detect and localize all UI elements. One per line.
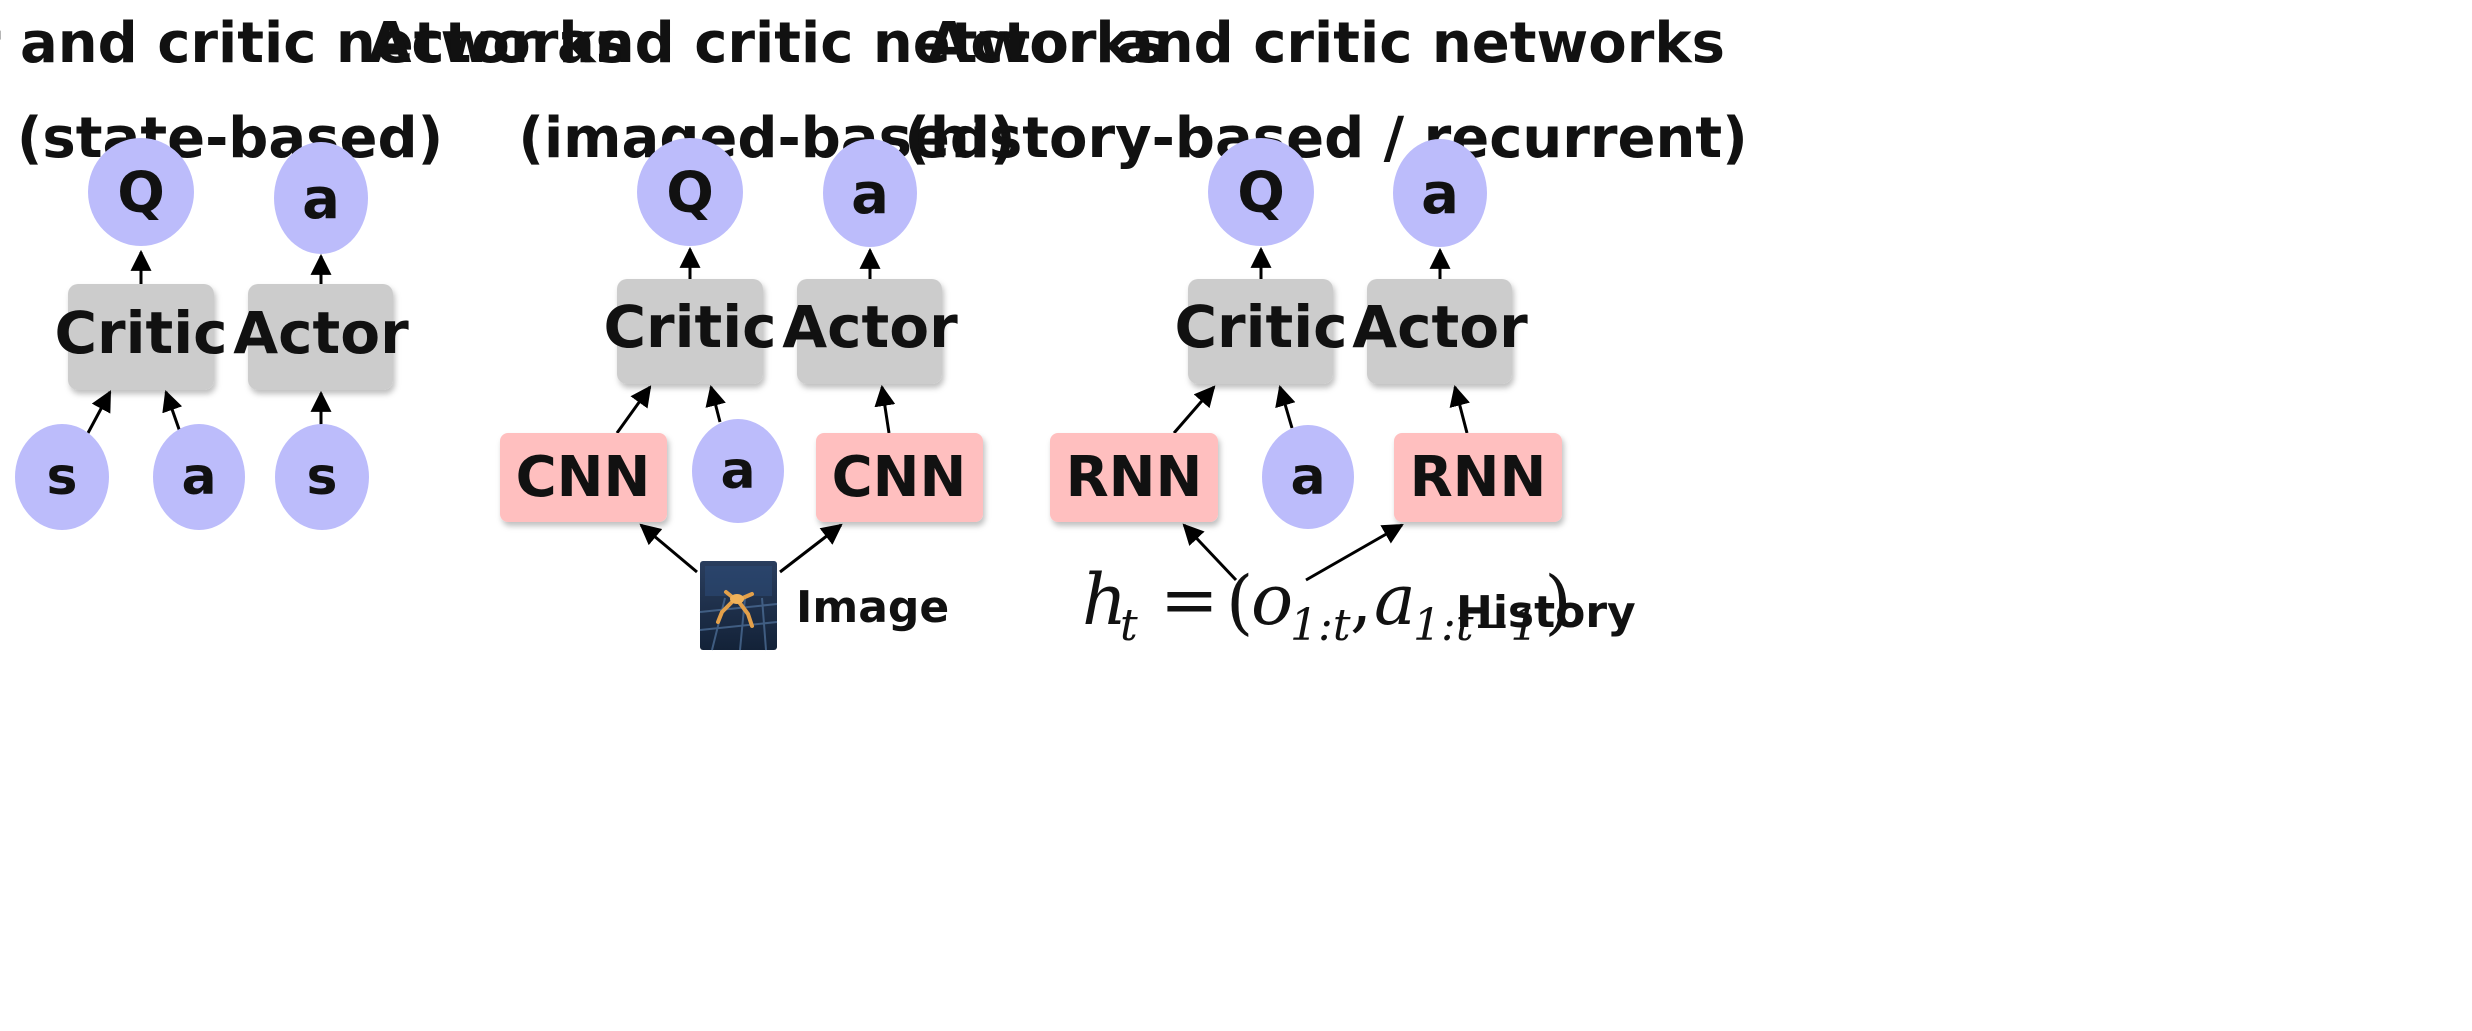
critic-cnn-box: CNN [500,433,667,522]
formula-h-sub: t [1120,600,1138,651]
critic-output-node: Q [637,138,743,246]
formula-a: a [1374,559,1416,641]
arrow-s-to-critic [86,390,112,434]
panel-title-line1: Actor and critic networks [368,11,1166,76]
state-input-label: s [47,447,78,507]
panel-title-line1: Actor and critic networks [927,11,1725,76]
critic-cnn-label: CNN [516,445,651,510]
arrow-rnn-to-actor [1449,384,1470,434]
actor-output-node: a [274,142,368,254]
action-input-node: a [1262,425,1354,529]
history-formula: h t = ( o 1:t , a 1:t−1 ) [1082,559,1572,651]
actor-label: Actor [233,299,409,367]
actor-box: Actor [782,279,958,384]
critic-output-node: Q [1208,138,1314,246]
actor-box: Actor [233,284,409,390]
formula-o: o [1251,559,1293,641]
critic-label: Critic [54,299,227,367]
arrow-a-to-critic [162,390,183,433]
critic-label: Critic [1174,293,1347,361]
actor-output-label: a [1421,162,1459,227]
actor-output-node: a [1393,139,1487,247]
arrow-a-to-critic [1275,384,1296,429]
arrow-image-to-critic-cnn [639,523,698,574]
panel-state-based: Actor and critic networks (state-based) … [0,11,629,530]
critic-output-label: Q [1237,161,1285,226]
arrow-cnn-to-actor [874,384,896,434]
arrow-rnn-to-critic [1172,385,1216,434]
panel-title-line1: Actor and critic networks [0,11,629,76]
critic-label: Critic [603,293,776,361]
critic-output-label: Q [117,161,165,226]
arrow-cnn-to-critic [615,385,652,434]
critic-output-label: Q [666,161,714,226]
ant-robot-thumbnail [699,561,778,651]
critic-box: Critic [1174,279,1348,384]
formula-o-sub: 1:t [1290,600,1351,651]
actor-label: Actor [1352,293,1528,361]
formula-open-paren: ( [1226,561,1253,643]
history-label: History [1456,587,1636,638]
actor-rnn-box: RNN [1394,433,1562,522]
panel-image-based: Actor and critic networks (imaged-based)… [368,11,1166,651]
actor-label: Actor [782,293,958,361]
arrow-history-to-actor-rnn [1305,523,1404,582]
panel-history-based: Actor and critic networks (history-based… [904,11,1747,651]
critic-box: Critic [54,284,228,390]
action-input-node: a [153,424,245,530]
actor-cnn-box: CNN [816,433,983,522]
arrow-a-to-critic [705,384,726,423]
critic-output-node: Q [88,138,194,246]
actor-rnn-label: RNN [1410,445,1547,510]
actor-output-label: a [851,162,889,227]
action-input-label: a [181,447,216,507]
actor-output-node: a [823,139,917,247]
actor-state-input-node: s [275,424,369,530]
critic-box: Critic [603,279,777,384]
panel-title-line2: (history-based / recurrent) [904,106,1747,171]
arrow-image-to-actor-cnn [779,523,843,574]
panel-title-line2: (state-based) [17,106,443,171]
actor-box: Actor [1352,279,1528,384]
action-input-label: a [720,441,755,501]
actor-state-input-label: s [307,447,338,507]
actor-cnn-label: CNN [832,445,967,510]
state-input-node: s [15,424,109,530]
formula-close-paren: ) [1544,561,1571,643]
formula-h: h [1082,559,1127,641]
critic-rnn-box: RNN [1050,433,1218,522]
image-label: Image [796,582,949,633]
panel-title-line2: (imaged-based) [518,106,1015,171]
action-input-node: a [692,419,784,523]
arrow-history-to-critic-rnn [1182,523,1238,582]
actor-output-label: a [302,167,340,232]
critic-rnn-label: RNN [1066,445,1203,510]
action-input-label: a [1290,447,1325,507]
formula-equals: = [1160,559,1219,641]
formula-a-sub: 1:t−1 [1413,600,1538,651]
formula-comma: , [1350,559,1372,641]
